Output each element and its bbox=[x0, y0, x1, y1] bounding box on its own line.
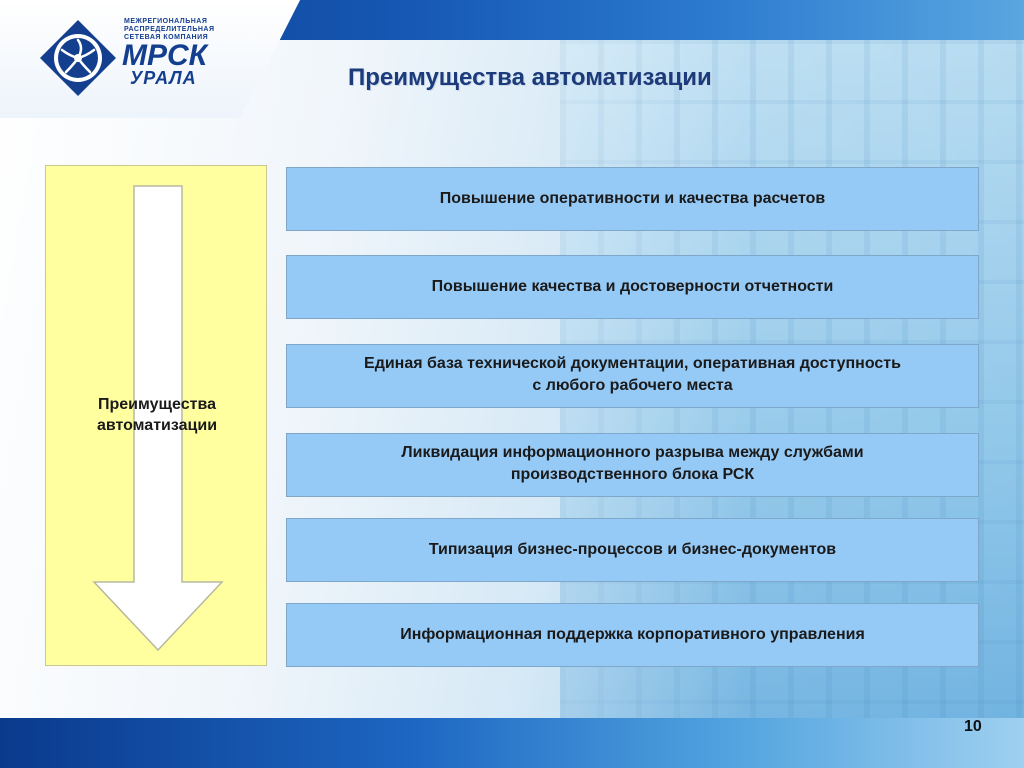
advantages-panel: Преимущества автоматизации bbox=[45, 165, 267, 666]
bottom-band bbox=[0, 718, 1024, 768]
advantage-item: Ликвидация информационного разрыва между… bbox=[286, 433, 979, 497]
logo-caption-line: СЕТЕВАЯ КОМПАНИЯ bbox=[124, 34, 209, 41]
advantage-text: Информационная поддержка корпоративного … bbox=[400, 626, 865, 643]
advantage-text: Повышение качества и достоверности отчет… bbox=[431, 278, 834, 295]
advantage-item: Повышение оперативности и качества расче… bbox=[286, 167, 979, 231]
logo-caption: МЕЖРЕГИОНАЛЬНАЯ РАСПРЕДЕЛИТЕЛЬНАЯ СЕТЕВА… bbox=[124, 18, 215, 42]
advantage-item: Информационная поддержка корпоративного … bbox=[286, 603, 979, 667]
advantage-text: производственного блока РСК bbox=[510, 466, 755, 483]
advantages-label-line: автоматизации bbox=[96, 417, 218, 434]
logo-caption-line: РАСПРЕДЕЛИТЕЛЬНАЯ bbox=[124, 26, 215, 33]
advantage-item: Типизация бизнес-процессов и бизнес-доку… bbox=[286, 518, 979, 582]
advantage-item: Единая база технической документации, оп… bbox=[286, 344, 979, 408]
logo-caption-line: МЕЖРЕГИОНАЛЬНАЯ bbox=[124, 18, 208, 25]
advantage-item: Повышение качества и достоверности отчет… bbox=[286, 255, 979, 319]
advantage-text: Ликвидация информационного разрыва между… bbox=[401, 444, 864, 461]
advantages-label: Преимущества автоматизации bbox=[46, 394, 268, 436]
page-title: Преимущества автоматизации bbox=[348, 64, 712, 91]
advantage-text: Единая база технической документации, оп… bbox=[364, 355, 901, 372]
page-number: 10 bbox=[964, 718, 982, 735]
advantages-label-line: Преимущества bbox=[98, 396, 216, 413]
advantage-text: Повышение оперативности и качества расче… bbox=[439, 190, 826, 207]
advantage-text: с любого рабочего места bbox=[532, 377, 733, 394]
logo-region: УРАЛА bbox=[130, 68, 197, 88]
logo-name: МРСК bbox=[122, 39, 208, 72]
advantage-text: Типизация бизнес-процессов и бизнес-доку… bbox=[428, 541, 837, 558]
power-grid-logo-icon bbox=[40, 20, 116, 96]
down-arrow-icon bbox=[92, 185, 224, 652]
